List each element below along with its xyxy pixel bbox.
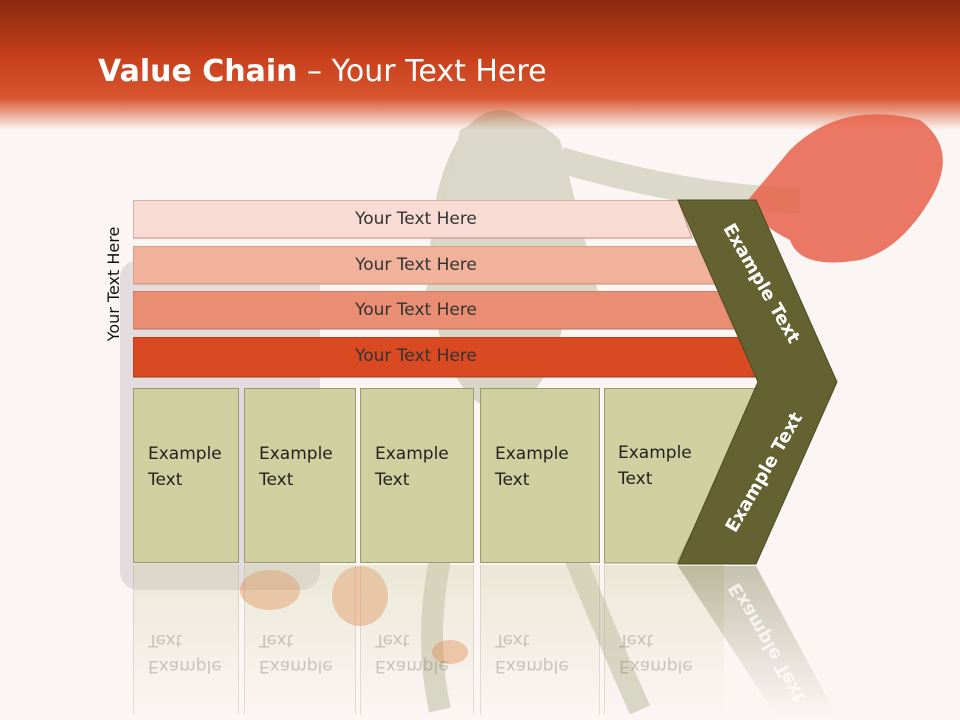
bar-1-label: Your Text Here (355, 209, 477, 229)
bar-3-label: Your Text Here (355, 300, 477, 320)
box-1-reflection-text: Example Text (148, 630, 222, 676)
box-4-text: Example Text (495, 444, 569, 490)
box-5: Example Text (604, 388, 692, 492)
page-title: Value Chain – Your Text Here (98, 54, 547, 89)
box-4: Example Text (480, 388, 600, 563)
box-3: Example Text (360, 388, 474, 563)
box-4-reflection-text: Example Text (495, 630, 569, 676)
header-band (0, 0, 960, 130)
box-2-reflection-text: Example Text (259, 630, 333, 676)
box-5-shape (604, 388, 762, 564)
box-2-text: Example Text (259, 444, 333, 490)
box-1: Example Text (133, 388, 239, 563)
box-2: Example Text (244, 388, 356, 563)
title-bold: Value Chain (98, 54, 298, 89)
box-3-reflection: Example Text (360, 565, 474, 715)
box-1-text: Example Text (148, 444, 222, 490)
box-2-reflection: Example Text (244, 565, 356, 715)
box-3-text: Example Text (375, 444, 449, 490)
box-3-reflection-text: Example Text (375, 630, 449, 676)
box-5-text: Example Text (618, 443, 692, 489)
box-1-reflection: Example Text (133, 565, 239, 715)
bar-1-shape (133, 200, 693, 239)
title-rest: – Your Text Here (297, 54, 547, 89)
box-4-reflection: Example Text (480, 565, 600, 715)
chevron-shape (677, 199, 838, 565)
side-label: Your Text Here (104, 226, 123, 342)
bar-4-label: Your Text Here (355, 346, 477, 366)
chevron-reflection (678, 566, 837, 716)
bar-2-label: Your Text Here (355, 255, 477, 275)
